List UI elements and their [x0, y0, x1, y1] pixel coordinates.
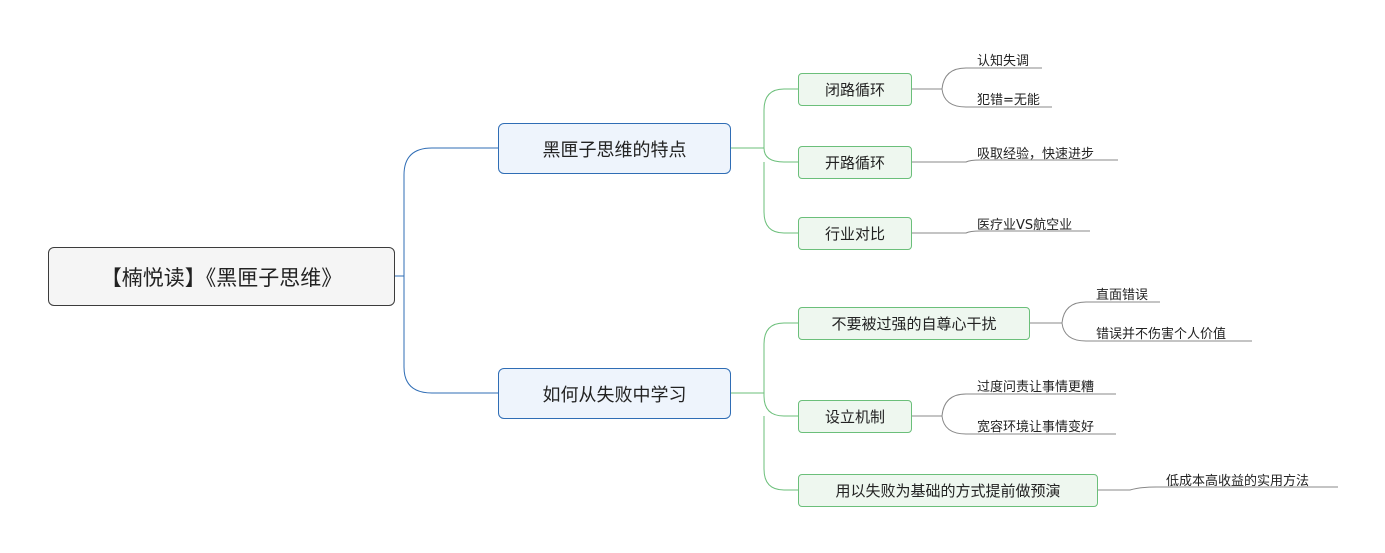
subtopic-ego-interference[interactable]: 不要被过强的自尊心干扰	[798, 307, 1030, 340]
root-topic[interactable]: 【楠悦读】《黑匣子思维》	[48, 247, 395, 306]
connector-root-branch2	[395, 275, 498, 394]
connector-sub1-leaf1	[912, 67, 1042, 90]
connector-b2sub1-leaf2	[1061, 322, 1252, 342]
connector-branch1-sub2	[731, 147, 798, 163]
subtopic-set-mechanism[interactable]: 设立机制	[798, 400, 912, 433]
connector-sub1-leaf2	[941, 88, 1052, 108]
connector-branch1-sub3	[763, 162, 798, 234]
connector-b2sub2-leaf2	[941, 415, 1116, 435]
leaf-over-accountability-worse[interactable]: 过度问责让事情更糟	[977, 380, 1095, 395]
connector-b2sub2-leaf1	[912, 393, 1116, 417]
connector-branch2-sub2	[763, 393, 798, 417]
leaf-cognitive-dissonance[interactable]: 认知失调	[977, 54, 1030, 69]
leaf-learn-progress-fast[interactable]: 吸取经验，快速进步	[977, 147, 1095, 162]
leaf-medical-vs-aviation[interactable]: 医疗业VS航空业	[977, 218, 1073, 233]
leaf-tolerant-environment-better[interactable]: 宽容环境让事情变好	[977, 420, 1095, 435]
connector-b2sub3-leaf1	[1098, 486, 1338, 491]
connector-branch2-sub1	[731, 322, 798, 394]
connector-b2sub1-leaf1	[1030, 301, 1160, 324]
leaf-mistake-equals-incompetence[interactable]: 犯错=无能	[977, 93, 1040, 108]
leaf-mistakes-not-harm-value[interactable]: 错误并不伤害个人价值	[1096, 327, 1227, 342]
connector-branch1-sub1	[731, 88, 798, 149]
branch-black-box-features[interactable]: 黑匣子思维的特点	[498, 123, 731, 174]
subtopic-closed-loop[interactable]: 闭路循环	[798, 73, 912, 106]
connector-sub2-leaf1	[912, 159, 1118, 163]
subtopic-failure-based-rehearsal[interactable]: 用以失败为基础的方式提前做预演	[798, 474, 1098, 507]
connector-root-branch1	[395, 147, 498, 277]
leaf-low-cost-high-return[interactable]: 低成本高收益的实用方法	[1166, 474, 1310, 489]
branch-learn-from-failure[interactable]: 如何从失败中学习	[498, 368, 731, 419]
connector-sub3-leaf1	[912, 230, 1090, 234]
subtopic-industry-comparison[interactable]: 行业对比	[798, 217, 912, 250]
leaf-face-mistakes[interactable]: 直面错误	[1096, 288, 1149, 303]
subtopic-open-loop[interactable]: 开路循环	[798, 146, 912, 179]
connector-branch2-sub3	[763, 416, 798, 491]
